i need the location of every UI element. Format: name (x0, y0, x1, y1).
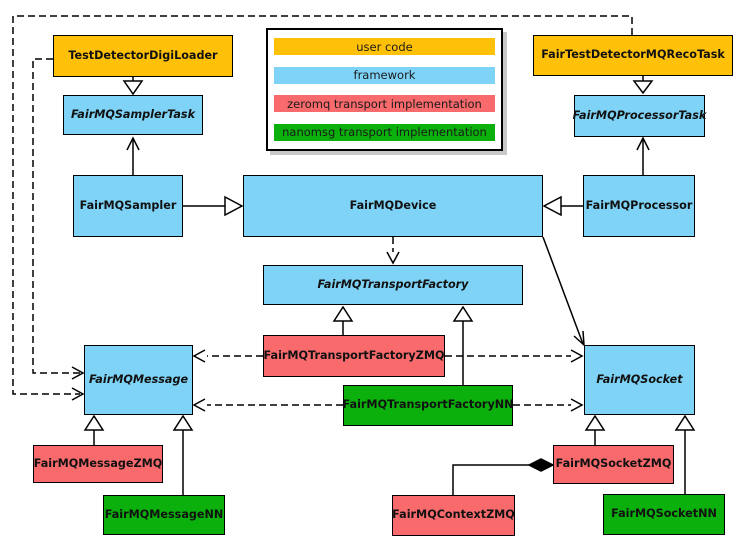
dependency-arrow-factorynn-message (192, 398, 343, 412)
legend-item-zeromq: zeromq transport implementation (274, 95, 495, 113)
node-fairmq-sampler-task: FairMQSamplerTask (63, 95, 203, 135)
dependency-arrow-device-transportfactory (386, 237, 400, 265)
association-arrow-processor-processortask (636, 136, 650, 175)
dependency-arrow-digiloader-message (32, 58, 85, 380)
node-fairmq-message: FairMQMessage (84, 345, 193, 415)
inheritance-arrow-factoryzmq-transportfactory (332, 305, 354, 335)
node-fairmq-transport-factory-zmq: FairMQTransportFactoryZMQ (263, 335, 445, 377)
node-fairmq-sampler: FairMQSampler (73, 175, 183, 237)
inheritance-arrow-messagenn-message (172, 414, 194, 495)
legend-item-nanomsg: nanomsg transport implementation (274, 123, 495, 141)
dependency-arrow-factoryzmq-socket (445, 349, 584, 363)
composition-arrow-contextzmq-socketzmq (452, 458, 555, 495)
inheritance-arrow-processor-device (542, 195, 583, 217)
dependency-arrow-factorynn-socket (513, 398, 584, 412)
inheritance-arrow-recotask-processortask (632, 76, 654, 95)
node-test-detector-digi-loader: TestDetectorDigiLoader (53, 35, 233, 77)
node-fairmq-processor-task: FairMQProcessorTask (573, 95, 706, 137)
inheritance-arrow-socketnn-socket (674, 414, 696, 494)
node-fairmq-processor: FairMQProcessor (583, 175, 695, 237)
inheritance-arrow-sampler-device (183, 195, 244, 217)
node-fairmq-transport-factory-nn: FairMQTransportFactoryNN (343, 385, 513, 426)
node-fair-test-detector-mq-reco-task: FairTestDetectorMQRecoTask (533, 35, 733, 76)
legend-panel: user code framework zeromq transport imp… (266, 28, 503, 151)
inheritance-arrow-socketzmq-socket (584, 414, 606, 445)
inheritance-arrow-messagezmq-message (83, 414, 105, 445)
legend-item-framework: framework (274, 66, 495, 84)
node-fairmq-device: FairMQDevice (243, 175, 543, 237)
node-fairmq-message-nn: FairMQMessageNN (103, 495, 225, 535)
node-fairmq-socket: FairMQSocket (584, 345, 695, 415)
inheritance-arrow-digiloader-samplertask (122, 77, 144, 96)
dependency-arrow-factoryzmq-message (192, 349, 263, 363)
legend-item-user-code: user code (274, 38, 495, 55)
node-fairmq-transport-factory: FairMQTransportFactory (263, 265, 523, 305)
node-fairmq-context-zmq: FairMQContextZMQ (392, 495, 515, 536)
dependency-arrow-recotask-message (12, 15, 633, 401)
association-arrow-device-socket (542, 236, 585, 347)
node-fairmq-socket-zmq: FairMQSocketZMQ (553, 445, 674, 484)
node-fairmq-socket-nn: FairMQSocketNN (603, 494, 725, 535)
node-fairmq-message-zmq: FairMQMessageZMQ (33, 445, 163, 483)
inheritance-arrow-factorynn-transportfactory (452, 305, 474, 385)
association-arrow-sampler-samplertask (126, 136, 140, 175)
